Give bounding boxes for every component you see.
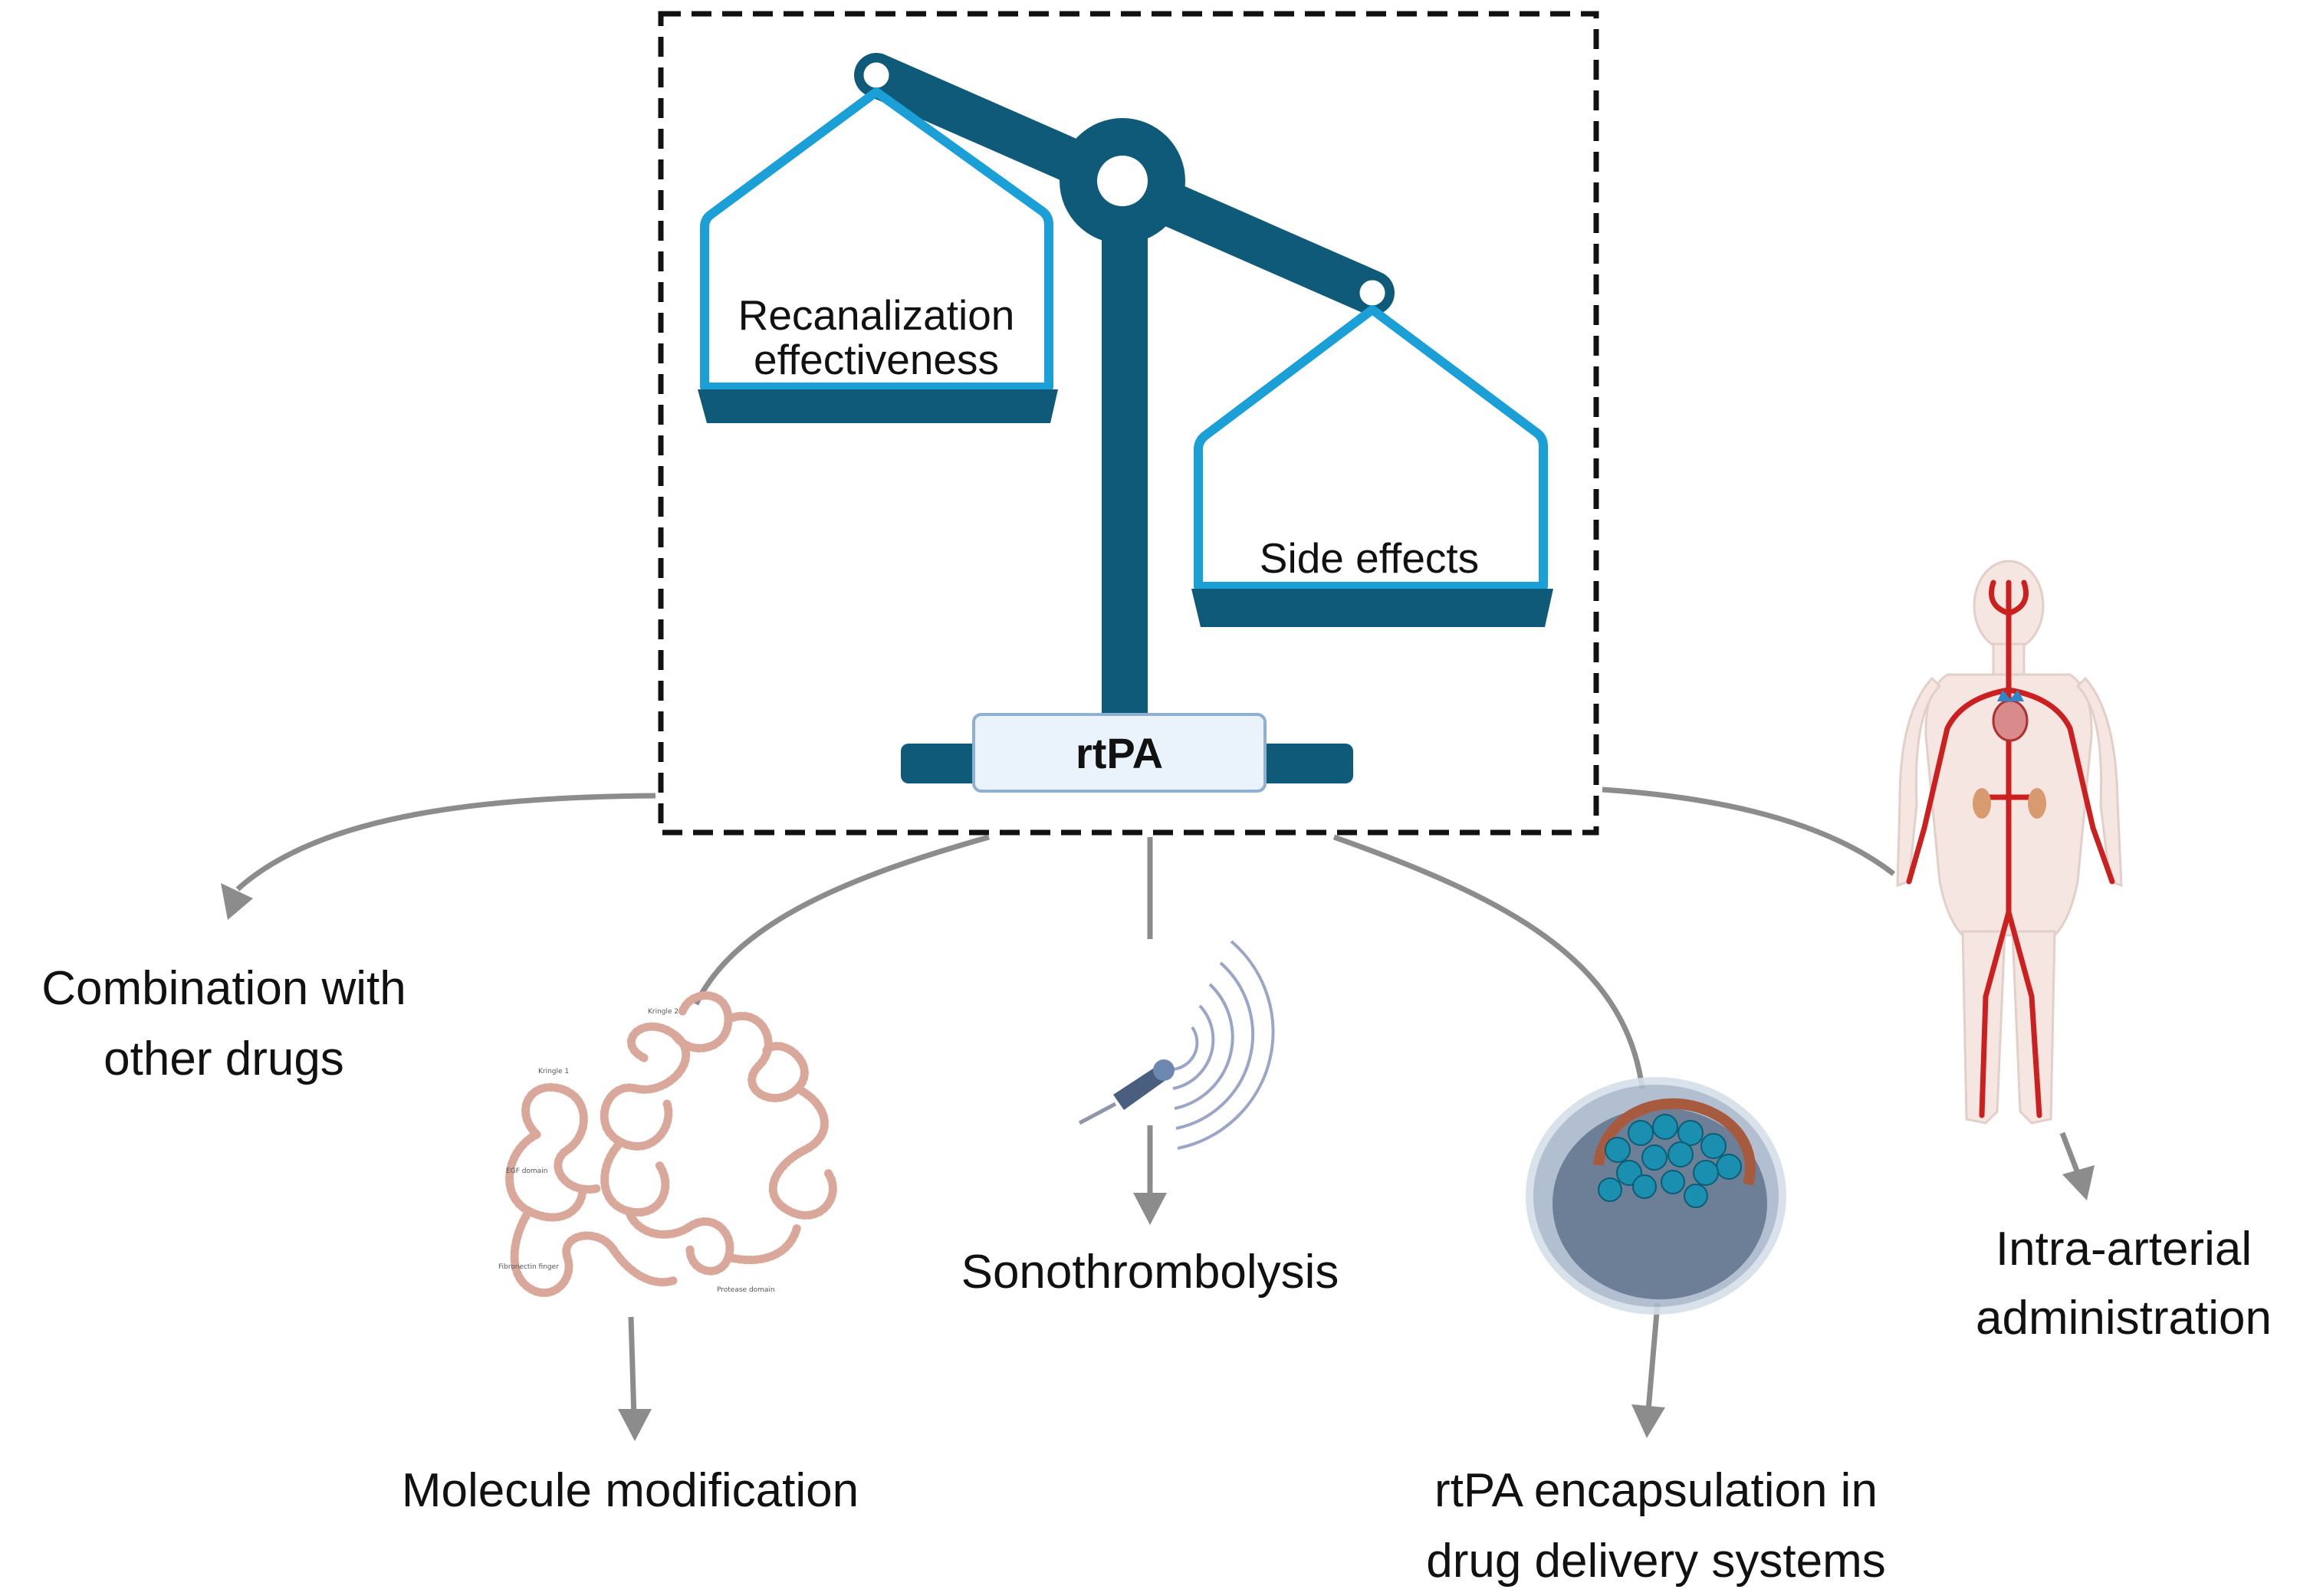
probe-cable (1078, 1102, 1117, 1125)
connector-arrows (221, 787, 2095, 1441)
label-intra-arterial-line2: administration (1976, 1292, 2272, 1345)
label-encapsulation-line1: rtPA encapsulation in (1434, 1464, 1878, 1517)
body-heart-vessels (1997, 690, 2024, 701)
balance-scale: Recanalization effectiveness Side effect… (698, 53, 1553, 793)
right-pan-outline (1194, 305, 1548, 591)
left-pan-tray (698, 389, 1058, 423)
body-kidney-left (1973, 788, 1991, 819)
molecule-tag-protease: Protease domain (717, 1286, 775, 1294)
arrow-to-combination (235, 793, 656, 892)
rtpa-label-box (972, 713, 1267, 793)
label-molecule-modification: Molecule modification (402, 1464, 859, 1517)
arrow-molecule-down (628, 1316, 637, 1419)
body-heart (1992, 699, 2029, 742)
left-pan-label-line2: effectiveness (754, 336, 999, 383)
arrow-body-down (2059, 1131, 2081, 1174)
left-pan-outline (700, 87, 1053, 392)
right-pan-label: Side effects (1260, 534, 1479, 582)
label-encapsulation-line2: drug delivery systems (1426, 1535, 1886, 1588)
balance-pivot-hole (1097, 156, 1148, 206)
human-body-illustration (1896, 560, 2123, 1125)
arrow-encapsulation-down (1645, 1302, 1661, 1411)
probe-handle (1113, 1066, 1167, 1110)
right-pan-tray (1191, 589, 1553, 627)
arrow-to-body-image (1602, 787, 1896, 876)
arrow-head-sono (1133, 1193, 1167, 1225)
molecule-tag-kringle2: Kringle 2 (648, 1008, 678, 1016)
rtpa-label: rtPA (1076, 729, 1163, 777)
balance-frame (658, 11, 1599, 836)
molecule-tag-finger: Fibronectin finger (498, 1263, 559, 1271)
body-right-arm (2075, 676, 2123, 888)
arrow-to-encapsulation-image (1332, 834, 1645, 1089)
left-hook (856, 55, 896, 95)
label-intra-arterial-line1: Intra-arterial (1996, 1223, 2252, 1276)
rtpa-molecule-illustration: Kringle 2 Kringle 1 EGF domain Fibronect… (498, 991, 837, 1297)
body-left-arm (1896, 676, 1942, 888)
arrow-head-body (2062, 1165, 2095, 1200)
ultrasound-probe-illustration (1078, 940, 1275, 1150)
nanoparticle-lipid-layer (1593, 1098, 1756, 1186)
nanoparticle-illustration (1526, 1077, 1786, 1315)
arrow-head-encapsulation (1631, 1404, 1665, 1438)
nanoparticle-payload (1598, 1114, 1742, 1208)
probe-head (1153, 1059, 1175, 1081)
label-combination-line2: other drugs (104, 1033, 344, 1085)
molecule-tag-egf: EGF domain (506, 1167, 547, 1175)
arrow-head-molecule (618, 1409, 652, 1441)
body-kidney-right (2028, 788, 2046, 819)
right-hook (1352, 273, 1392, 313)
balance-pillar (1102, 222, 1148, 751)
artery-network (1906, 580, 2115, 1118)
label-combination-line1: Combination with (41, 962, 406, 1015)
arrow-to-molecule-image (693, 834, 990, 1006)
molecule-tag-kringle1: Kringle 1 (538, 1068, 569, 1075)
label-sonothrombolysis: Sonothrombolysis (961, 1246, 1339, 1299)
arrow-head-combination (221, 883, 253, 920)
left-pan-label-line1: Recanalization (738, 291, 1015, 339)
